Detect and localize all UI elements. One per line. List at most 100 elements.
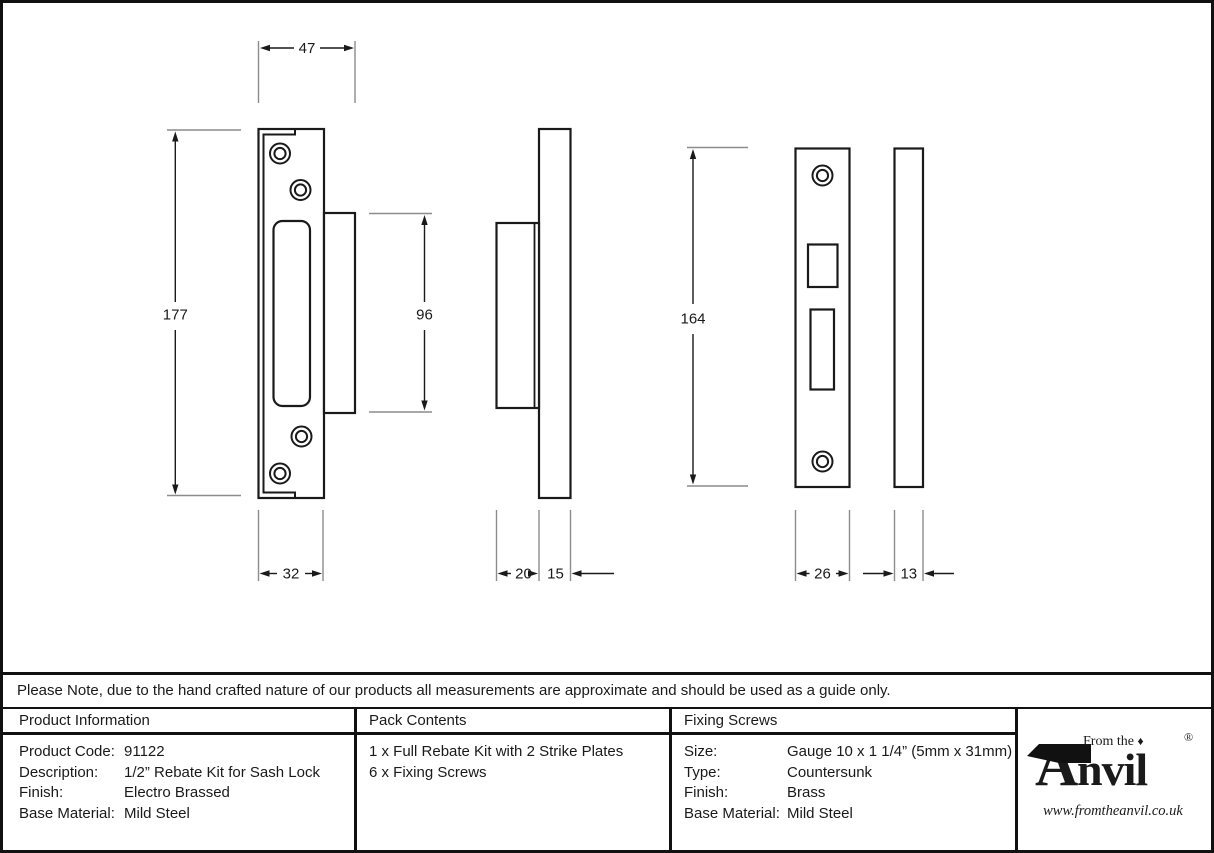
screw-hole-icon [289, 179, 312, 201]
screw-hole-icon [269, 142, 291, 165]
front-screw-holes [269, 142, 313, 485]
front-rebate-box [322, 211, 357, 415]
arrowhead-icon [172, 484, 179, 495]
dim-front-total-width: 47 [260, 40, 354, 57]
diamond-icon: ♦ [1137, 734, 1144, 748]
screw-hole-icon [269, 462, 291, 485]
table-header-bottom-border [3, 732, 1016, 735]
screw-hole-icon [815, 168, 830, 183]
strike-screw-holes [811, 164, 834, 473]
screw-hole-icon [811, 450, 834, 473]
arrowhead-icon [883, 570, 894, 577]
dim-label: 13 [900, 565, 917, 582]
screw-hole-icon [273, 466, 287, 481]
anvil-logo-wordmark: A From the ♦ nvil ® [1027, 730, 1207, 801]
screw-hole-icon [811, 164, 834, 187]
screw-hole-icon [815, 454, 830, 469]
brand-url: www.fromtheanvil.co.uk [1043, 803, 1183, 819]
strike-plate-view [794, 147, 925, 489]
dim-label: 96 [416, 307, 433, 324]
table-divider-2 [669, 706, 672, 850]
side-plate-outline [537, 127, 572, 500]
strike-deadbolt-hole [806, 243, 839, 289]
dim-label: 47 [299, 40, 316, 57]
field-label: Base Material: [19, 804, 115, 822]
table-row: Base Material: Mild Steel [19, 804, 349, 825]
brand-logo: A From the ♦ nvil ® www.fromtheanvil.co.… [1015, 709, 1211, 850]
screw-hole-icon [293, 183, 308, 197]
logo-prefix: From the ♦ [1083, 733, 1144, 750]
header-fixing-screws: Fixing Screws [684, 708, 777, 732]
dim-strike-plate-height: 164 [680, 149, 706, 485]
arrowhead-icon [571, 570, 582, 577]
table-row: Type: Countersunk [684, 763, 1014, 784]
arrowhead-icon [796, 570, 807, 577]
front-plate-rebate-lip [262, 129, 296, 498]
dim-label: 15 [547, 565, 564, 582]
header-product-information: Product Information [19, 708, 150, 732]
dim-front-plate-width: 32 [259, 565, 322, 582]
field-label: Finish: [684, 784, 729, 802]
technical-drawing: 47 177 96 32 [163, 40, 954, 582]
strike-latch-hole [809, 308, 836, 391]
dim-strike-plate-width: 26 [796, 565, 849, 582]
table-row: Size: Gauge 10 x 1 1/4” (5mm x 31mm) [684, 742, 1014, 763]
note-row-bottom-border [3, 706, 1211, 709]
table-row: Product Code: 91122 [19, 742, 349, 763]
dim-label: 164 [680, 311, 705, 328]
note-text: Please Note, due to the hand crafted nat… [17, 681, 891, 699]
arrowhead-icon [528, 570, 538, 577]
front-view [257, 127, 357, 500]
table-row: Base Material: Mild Steel [684, 804, 1014, 825]
header-label: Product Information [19, 711, 150, 729]
field-value: Mild Steel [124, 804, 190, 822]
drawing-area-bottom-border [3, 672, 1211, 675]
front-latch-slot [272, 219, 312, 408]
field-label: Product Code: [19, 743, 115, 760]
list-item: 6 x Fixing Screws [369, 763, 487, 781]
table-row: Description: 1/2” Rebate Kit for Sash Lo… [19, 763, 349, 784]
measurement-note: Please Note, due to the hand crafted nat… [3, 674, 1211, 706]
logo-prefix-text: From the [1083, 734, 1134, 749]
screw-hole-icon [290, 425, 313, 448]
screw-hole-icon [294, 429, 309, 444]
dim-label: 177 [163, 307, 188, 324]
field-value: Countersunk [787, 763, 873, 781]
dim-label: 26 [814, 565, 831, 582]
dim-packer-width: 13 [863, 565, 954, 582]
arrowhead-icon [497, 570, 508, 577]
dim-side-box-depth: 20 [497, 565, 538, 582]
dim-front-plate-height: 177 [163, 131, 188, 495]
packer-plate-outline [893, 147, 925, 489]
field-label: Description: [19, 763, 99, 781]
side-view [495, 127, 572, 500]
arrowhead-icon [838, 570, 849, 577]
arrowhead-icon [689, 474, 697, 485]
dim-label: 20 [515, 565, 532, 582]
arrowhead-icon [924, 570, 934, 577]
registered-trademark-icon: ® [1184, 730, 1194, 744]
arrowhead-icon [689, 149, 697, 159]
dim-side-plate-depth: 15 [547, 565, 614, 582]
screw-hole-icon [273, 146, 287, 161]
table-divider-3 [1015, 706, 1018, 850]
field-value: Electro Brassed [124, 784, 230, 802]
field-value: 1/2” Rebate Kit for Sash Lock [124, 763, 320, 781]
table-divider-1 [354, 706, 357, 850]
pack-contents-list: 1 x Full Rebate Kit with 2 Strike Plates… [369, 742, 659, 783]
fixing-screws-list: Size: Gauge 10 x 1 1/4” (5mm x 31mm) Typ… [684, 742, 1014, 824]
field-label: Type: [684, 763, 721, 781]
dim-front-box-height: 96 [416, 215, 433, 411]
field-value: Mild Steel [787, 804, 853, 822]
field-label: Base Material: [684, 804, 780, 822]
anvil-icon [1027, 744, 1091, 763]
arrowhead-icon [172, 131, 179, 142]
header-label: Fixing Screws [684, 711, 778, 729]
arrowhead-icon [344, 44, 354, 52]
header-label: Pack Contents [369, 711, 467, 729]
extension-lines [167, 41, 924, 581]
dim-label: 32 [283, 565, 300, 582]
product-information-list: Product Code: 91122 Description: 1/2” Re… [19, 742, 349, 824]
strike-plate-outline [794, 147, 851, 489]
